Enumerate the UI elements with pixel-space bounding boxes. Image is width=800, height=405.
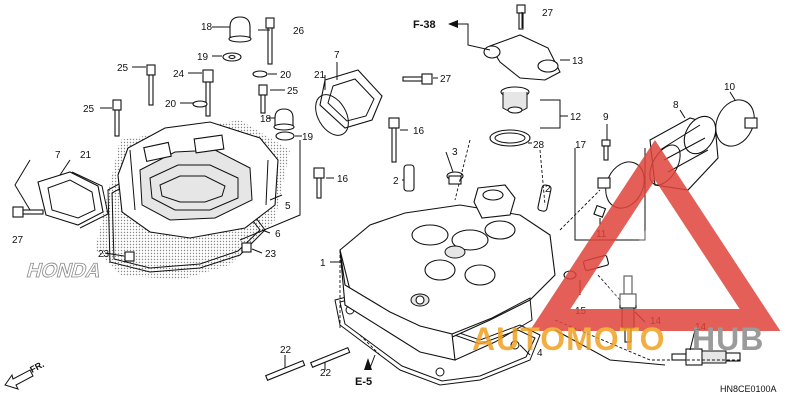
bolt-27-top: [516, 4, 526, 30]
callout: 8: [673, 100, 679, 111]
washer-20a: [252, 70, 268, 78]
callout-labels: 27 13 26 18 19 25 24 20 7 21 27 25 20 18…: [12, 8, 736, 379]
bolt-26: [265, 17, 275, 65]
cylinder-head-group: [264, 69, 556, 386]
bolt-27-left: [12, 206, 44, 218]
callout: 20: [280, 70, 292, 81]
callout: 6: [275, 229, 281, 240]
bolt-27-center: [402, 73, 433, 85]
water-outlet-group: [483, 4, 561, 147]
dowel-23a: [124, 251, 135, 262]
callout: 7: [334, 50, 340, 61]
callout: 2: [545, 184, 551, 195]
callout: 20: [165, 99, 177, 110]
callout: 27: [542, 8, 554, 19]
callout: 19: [197, 52, 209, 63]
callout: 21: [80, 150, 92, 161]
callout: 24: [173, 69, 185, 80]
stud-22b: [309, 346, 351, 368]
callout: 17: [575, 140, 587, 151]
o-ring-28: [489, 129, 531, 147]
callout: 9: [603, 112, 609, 123]
front-arrow: FR.: [4, 359, 46, 390]
callout: 18: [260, 114, 272, 125]
dowel-2a: [403, 164, 415, 192]
callout: 26: [293, 26, 305, 37]
clamp-10: [715, 99, 758, 147]
callout: 7: [55, 150, 61, 161]
callout: 23: [265, 249, 277, 260]
svg-text:FR.: FR.: [28, 359, 45, 375]
watermark: AUTOMOTO HUB: [472, 139, 781, 357]
callout: 13: [572, 56, 584, 67]
cap-nut-18a: [228, 16, 252, 43]
callout: 25: [117, 63, 129, 74]
dowel-23b: [241, 242, 252, 253]
ref-e5: E-5: [355, 358, 372, 388]
callout: 27: [12, 235, 24, 246]
honda-emboss: HONDA: [24, 260, 103, 282]
watermark-text-left: AUTOMOTO: [472, 321, 665, 357]
bolt-25c: [258, 84, 268, 114]
watermark-text-right: HUB: [692, 321, 764, 357]
callout: 5: [285, 201, 291, 212]
callout: 4: [537, 348, 543, 359]
callout: 27: [440, 74, 452, 85]
callout: 18: [201, 22, 213, 33]
callout: 28: [533, 140, 545, 151]
bolt-25a: [146, 64, 156, 106]
bolt-24: [202, 69, 214, 117]
bolt-25b: [112, 99, 122, 137]
washer-20b: [192, 100, 208, 108]
callout: 22: [320, 368, 332, 379]
watermark-triangle-logo: [529, 139, 781, 331]
svg-text:E-5: E-5: [355, 376, 372, 388]
ref-f38: F-38: [413, 19, 458, 31]
callout: 12: [570, 112, 582, 123]
nut-11: [593, 204, 607, 218]
bolt-16a: [388, 117, 400, 163]
callout: 16: [413, 126, 425, 137]
callout: 16: [337, 174, 349, 185]
callout: 2: [393, 176, 399, 187]
dowel-2b: [537, 184, 552, 212]
cylinder-head-cover-group: HONDA: [12, 16, 295, 282]
callout: 19: [302, 132, 314, 143]
washer-19b: [275, 131, 295, 141]
bolt-16b: [313, 167, 325, 199]
callout: 23: [98, 249, 110, 260]
callout: 22: [280, 345, 292, 356]
callout: 10: [724, 82, 736, 93]
callout: 25: [83, 104, 95, 115]
breather-cover-7-left: [37, 171, 109, 229]
water-outlet-13: [489, 34, 561, 81]
breather-cover-7-center: [315, 69, 383, 136]
diagram-code: HN8CE0100A: [720, 384, 777, 394]
thermostat: [500, 86, 530, 114]
callout: 3: [452, 147, 458, 158]
screw-17: [601, 139, 611, 161]
svg-text:F-38: F-38: [413, 19, 436, 31]
cap-nut-18b: [273, 108, 295, 131]
callout: 21: [314, 70, 326, 81]
callout: 1: [320, 258, 326, 269]
callout: 25: [287, 86, 299, 97]
cap-3: [446, 171, 464, 185]
stud-22a: [264, 359, 306, 381]
